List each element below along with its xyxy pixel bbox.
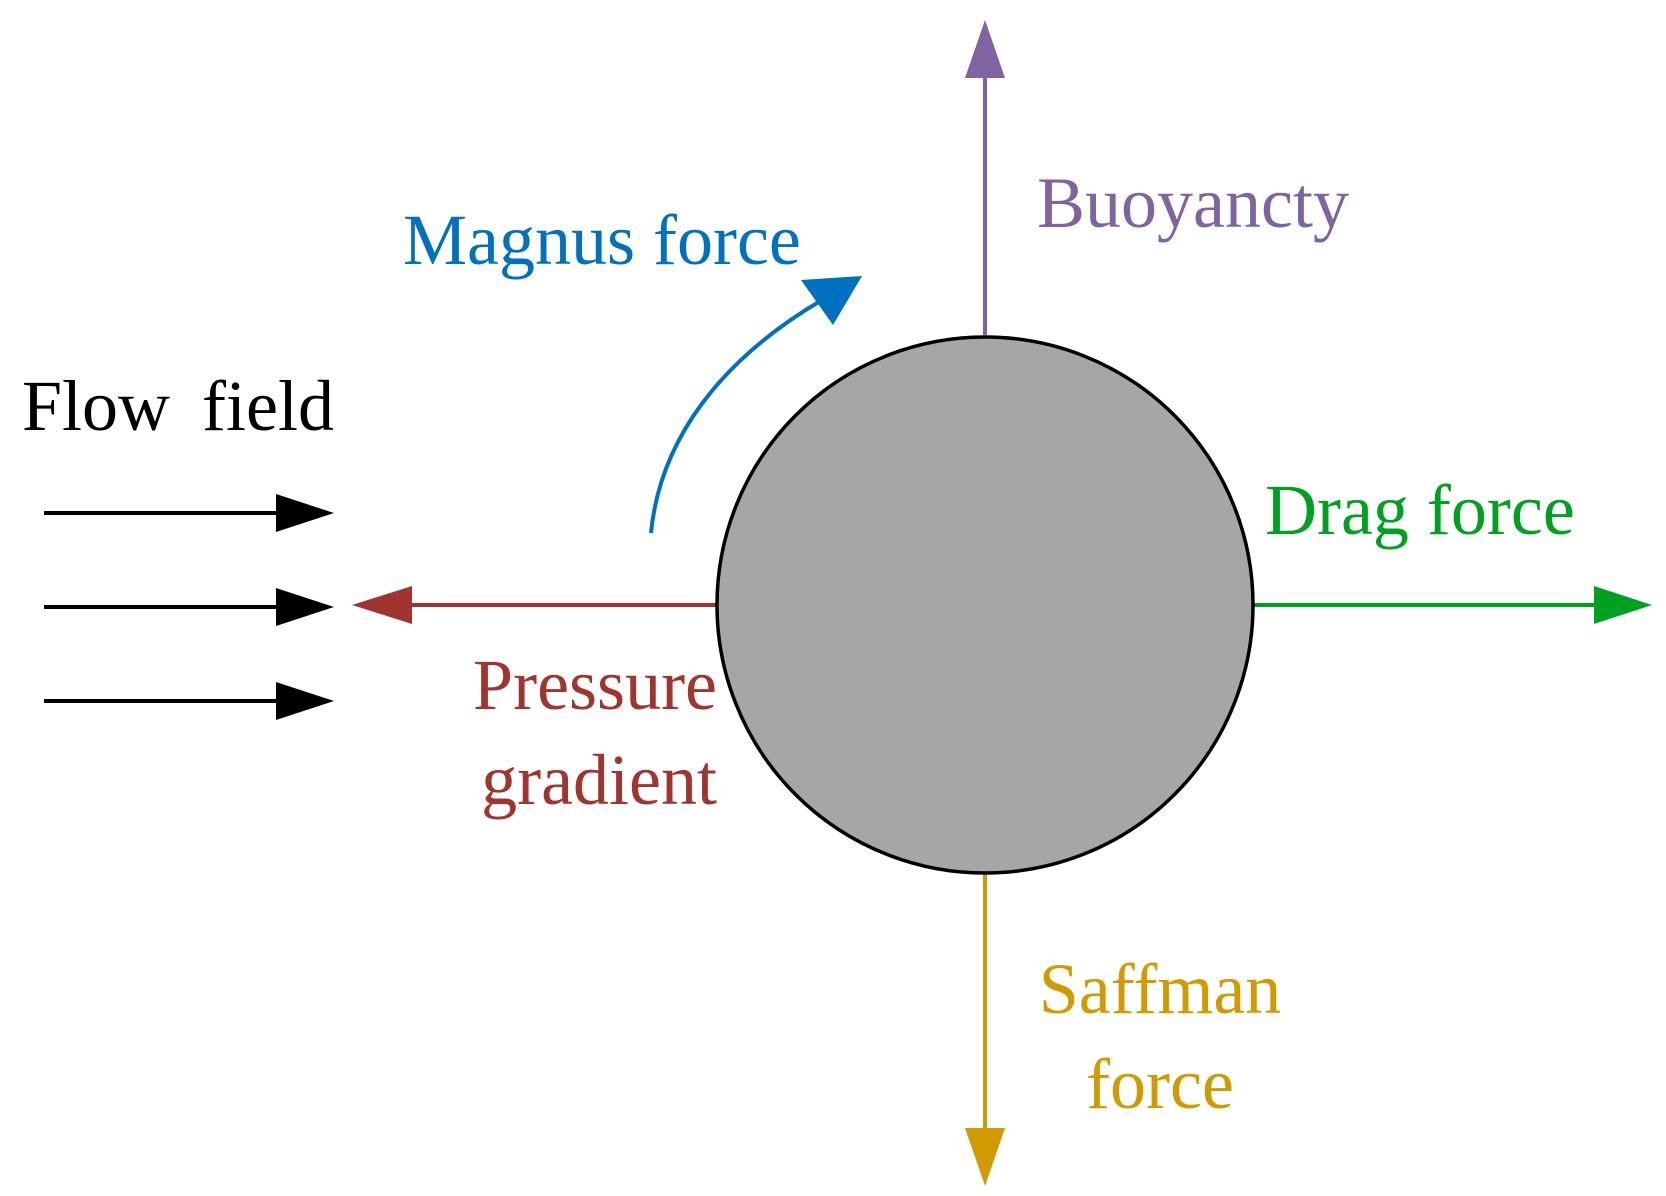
magnus-force-label: Magnus force [403, 200, 801, 280]
saffman-label-line1: Saffman [1038, 949, 1282, 1029]
drag-arrow [1250, 586, 1652, 624]
flow-field-arrows [44, 494, 334, 720]
saffman-label-line2: force [1086, 1044, 1234, 1125]
flow-field-label: Flow field [22, 366, 334, 446]
saffman-force-label: Saffman force [1015, 942, 1305, 1132]
drag-force-label: Drag force [1265, 470, 1575, 550]
flow-arrow-2 [44, 588, 334, 626]
pressure-label-line1: Pressure [473, 645, 717, 725]
flow-arrow-3 [44, 682, 334, 720]
pressure-gradient-arrow [352, 586, 716, 624]
particle-circle [715, 335, 1255, 875]
saffman-arrow [965, 870, 1005, 1186]
buoyancy-label: Buoyancty [1037, 163, 1349, 243]
pressure-label-line2: gradient [481, 740, 717, 821]
pressure-gradient-label: Pressure gradient [434, 638, 717, 828]
buoyancy-arrow [965, 20, 1005, 335]
flow-arrow-1 [44, 494, 334, 532]
magnus-arrow [649, 276, 862, 534]
